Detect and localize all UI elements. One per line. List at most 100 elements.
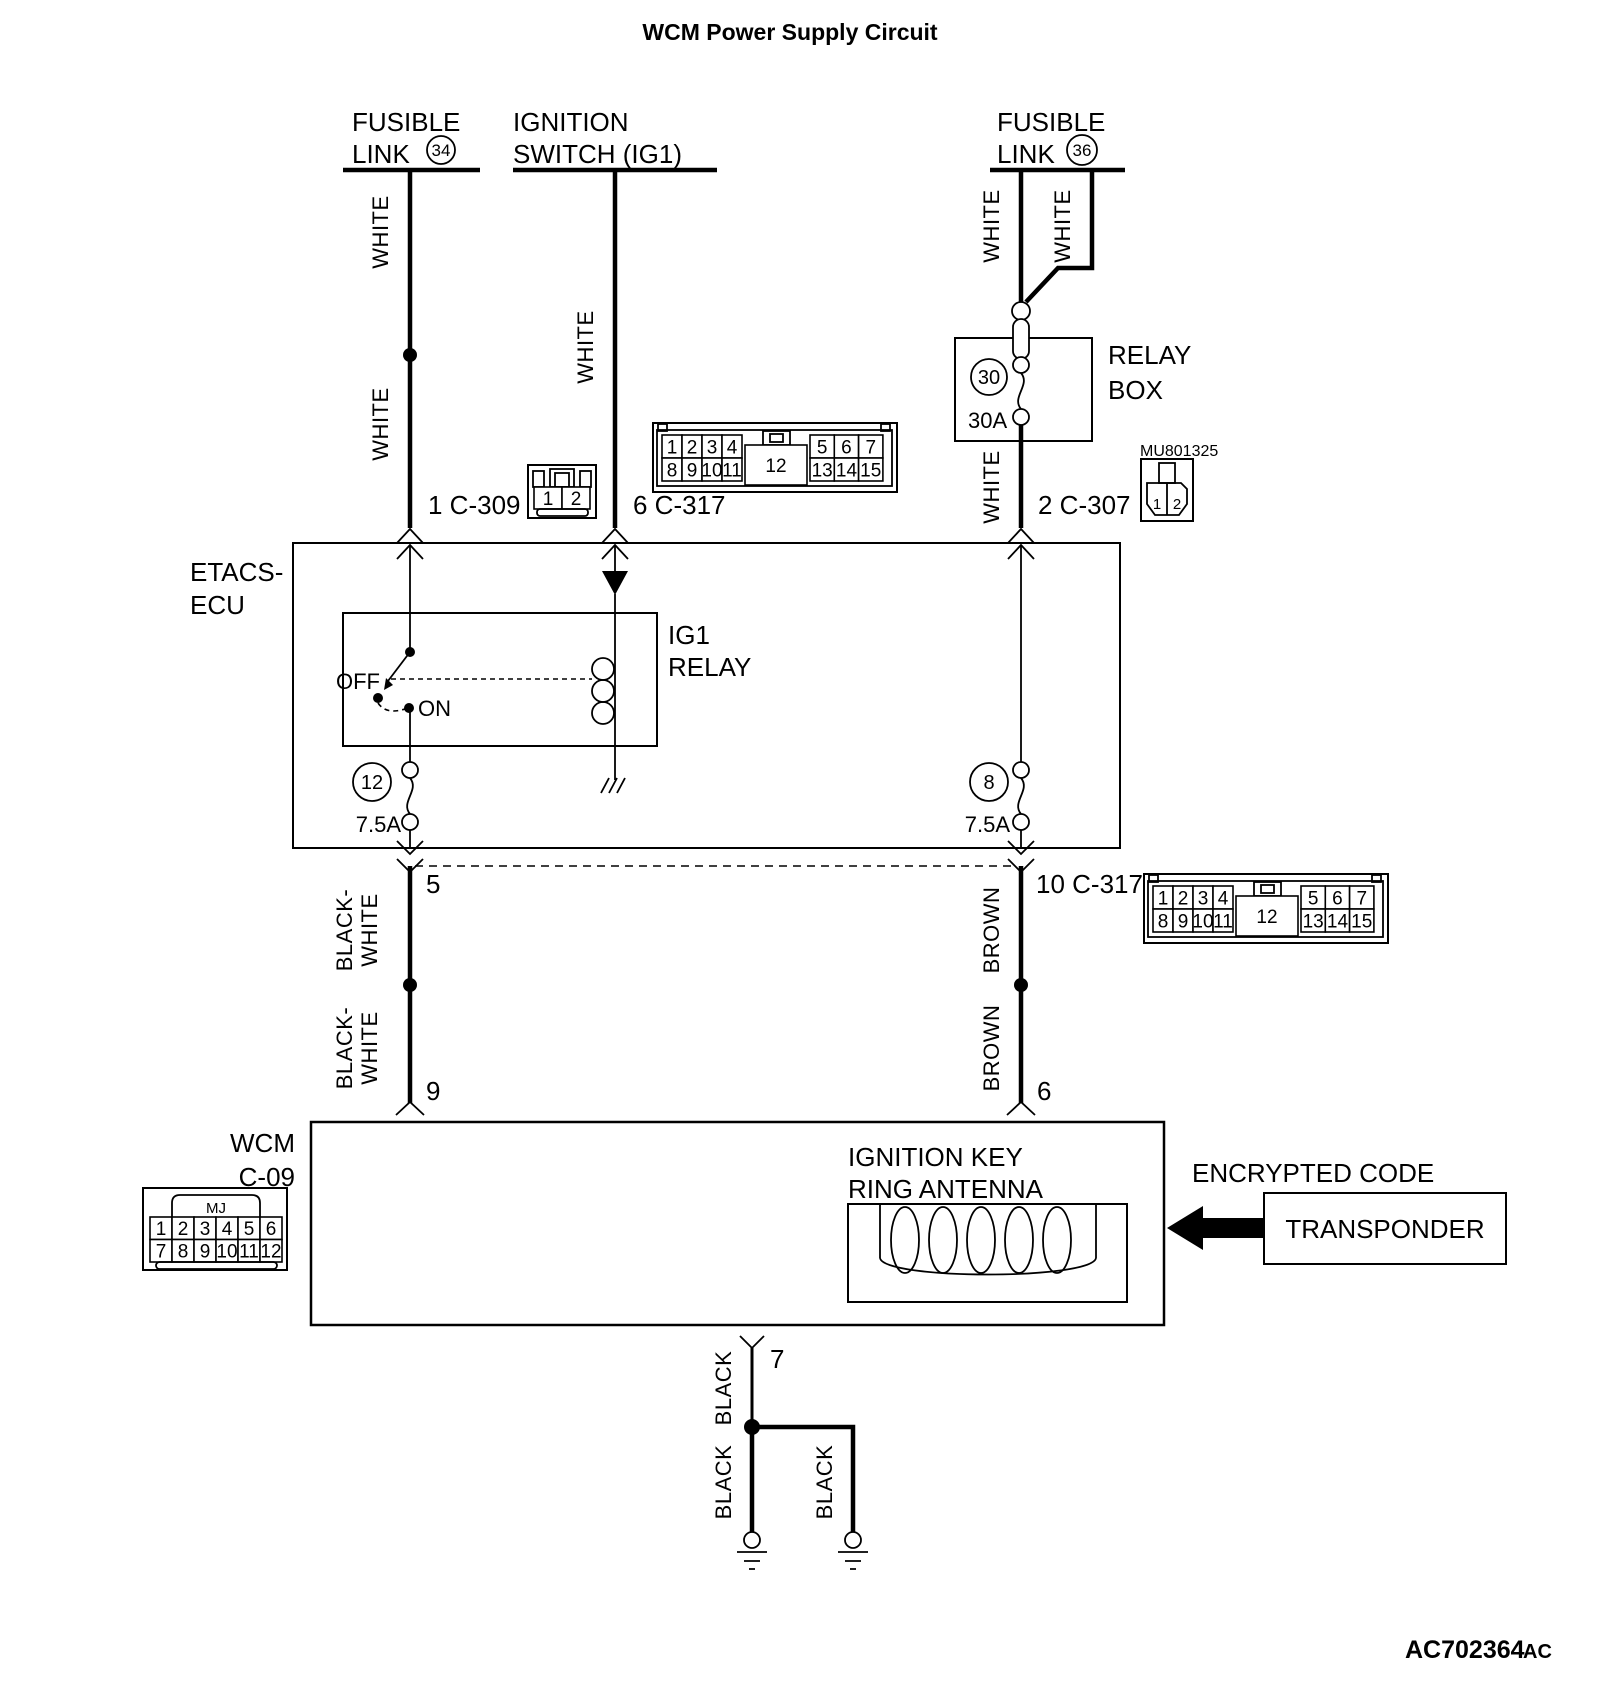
wire-b-white: WHITE 6 C-317 [573, 170, 726, 528]
relay-box: RELAY BOX 30 30A [954, 301, 1191, 442]
connector-pin-number: 2 [1178, 888, 1189, 909]
connector-base [155, 1261, 278, 1270]
source-ignition-switch: IGNITION SWITCH (IG1) [513, 107, 717, 173]
pin-label-5: 5 [426, 869, 440, 899]
fuse-element [406, 777, 414, 815]
connector-mj-label: MJ [206, 1200, 226, 1217]
wire-c-below-relay: WHITE 2 C-307 [979, 425, 1131, 528]
fuse-terminal [1012, 408, 1030, 426]
switch-arm-arrowhead [384, 678, 393, 690]
wire-c-white: WHITE WHITE [979, 170, 1095, 304]
ecu-exit-arrows [396, 840, 1035, 874]
ground-bars [838, 1551, 868, 1570]
switch-arm [387, 651, 411, 682]
wire-color-label: WHITE [979, 450, 1004, 523]
wire-branch [752, 1424, 856, 1532]
connector-pin-number: 3 [200, 1219, 211, 1240]
fuse-terminal [1012, 761, 1030, 779]
wire-color-label: WHITE [979, 189, 1004, 262]
connector-pin-number: 13 [812, 460, 833, 481]
transponder-section: ENCRYPTED CODE TRANSPONDER [1167, 1158, 1507, 1265]
splice-dot [403, 978, 417, 992]
connector-pin-cell [1212, 908, 1234, 933]
fusible-link-36-number: 36 [1073, 141, 1092, 160]
connector-mid-cell [744, 444, 808, 486]
wire-color-label: BLACK [711, 1351, 736, 1426]
connector-pin-number: 11 [722, 460, 742, 481]
antenna-coil-loop [1042, 1206, 1072, 1274]
fuse-terminal [1012, 813, 1030, 831]
connector-pin-number: 3 [707, 437, 718, 458]
ig1-relay-outline [342, 612, 658, 747]
connector-pin-number: 2 [687, 437, 698, 458]
relay-coil-loop [591, 657, 615, 681]
ecu-name-2: ECU [190, 590, 245, 620]
connector-pin-number: 1 [156, 1219, 167, 1240]
connector-inner-outline [1147, 880, 1384, 938]
connector-pin-number: 5 [1308, 888, 1319, 909]
fusible-link-36-circle [1066, 134, 1098, 166]
wire-black-white: 5 BLACK- WHITE BLACK- WHITE 9 [332, 866, 440, 1116]
connector-pin-number: 5 [817, 437, 828, 458]
fuse-terminal [401, 813, 419, 831]
connector-pin-number: 10 [216, 1242, 237, 1263]
fuse-12-rating: 7.5A [356, 812, 402, 837]
wire-color-label: WHITE [357, 1011, 382, 1084]
connector-corner-tab [657, 423, 668, 432]
antenna-lead [879, 1204, 1097, 1258]
fusible-link-34-circle [426, 135, 456, 165]
switch-throw-arc [377, 702, 406, 712]
relay-coil-loop [591, 701, 615, 725]
ground-wiring: 7 BLACK BLACK BLACK [711, 1335, 868, 1570]
etacs-ecu-box: ETACS- ECU [190, 542, 1121, 849]
fuse-capsule [1012, 318, 1030, 360]
ig1-relay-label-1: IG1 [668, 620, 710, 650]
connector-pin-number: 3 [1198, 888, 1209, 909]
connector-corner-tab [1148, 874, 1159, 883]
connector-arrow [395, 1100, 425, 1116]
switch-on-label: ON [418, 696, 451, 721]
connector-pin-number: 4 [727, 437, 738, 458]
fusible-link-34-label-2: LINK [352, 139, 410, 169]
wire-color-label: BROWN [979, 1005, 1004, 1092]
fuse-8-number: 8 [983, 772, 994, 794]
wcm-name: WCM [230, 1128, 295, 1158]
transponder-label: TRANSPONDER [1285, 1214, 1484, 1244]
ecu-internal-wire-c: 8 7.5A [965, 545, 1030, 848]
pin-label-6-c317: 6 C-317 [633, 490, 726, 520]
earth-ground-symbol [737, 1531, 767, 1570]
antenna-coil-loop [966, 1206, 996, 1274]
connector-latch-inner [1260, 884, 1275, 894]
connector-pin-number: 6 [1332, 888, 1343, 909]
connector-pin-number: 8 [178, 1242, 189, 1263]
connector-pin-2: 2 [1173, 496, 1181, 513]
switch-on-dot [404, 703, 414, 713]
connector-pin-number: 11 [239, 1242, 259, 1263]
connector-mid-cell [1235, 895, 1299, 937]
wire-color-label: BLACK- [332, 1007, 357, 1089]
connector-icon-mu801325: MU801325 1 2 [1140, 443, 1218, 522]
connector-mid-pin: 12 [1256, 907, 1277, 928]
connector-arrow [739, 1335, 765, 1350]
connector-corner-tab [1371, 874, 1382, 883]
connector-pin-number: 10 [1192, 911, 1213, 932]
connector-pin-number: 12 [260, 1242, 281, 1263]
fuse-30-number: 30 [978, 367, 1000, 389]
fuse-12-number: 12 [361, 772, 383, 794]
wire-color-label: BLACK [812, 1445, 837, 1520]
switch-pivot-dot [373, 693, 383, 703]
connector-pin-number: 1 [667, 437, 678, 458]
relay-box-label-1: RELAY [1108, 340, 1191, 370]
pin-label-6: 6 [1037, 1076, 1051, 1106]
connector-pin-number: 15 [860, 460, 881, 481]
figure-code-suffix: AC [1523, 1641, 1552, 1663]
connector-pin-number: 8 [667, 460, 678, 481]
connector-arrow [1006, 1100, 1036, 1116]
fuse-30-rating: 30A [968, 408, 1007, 433]
